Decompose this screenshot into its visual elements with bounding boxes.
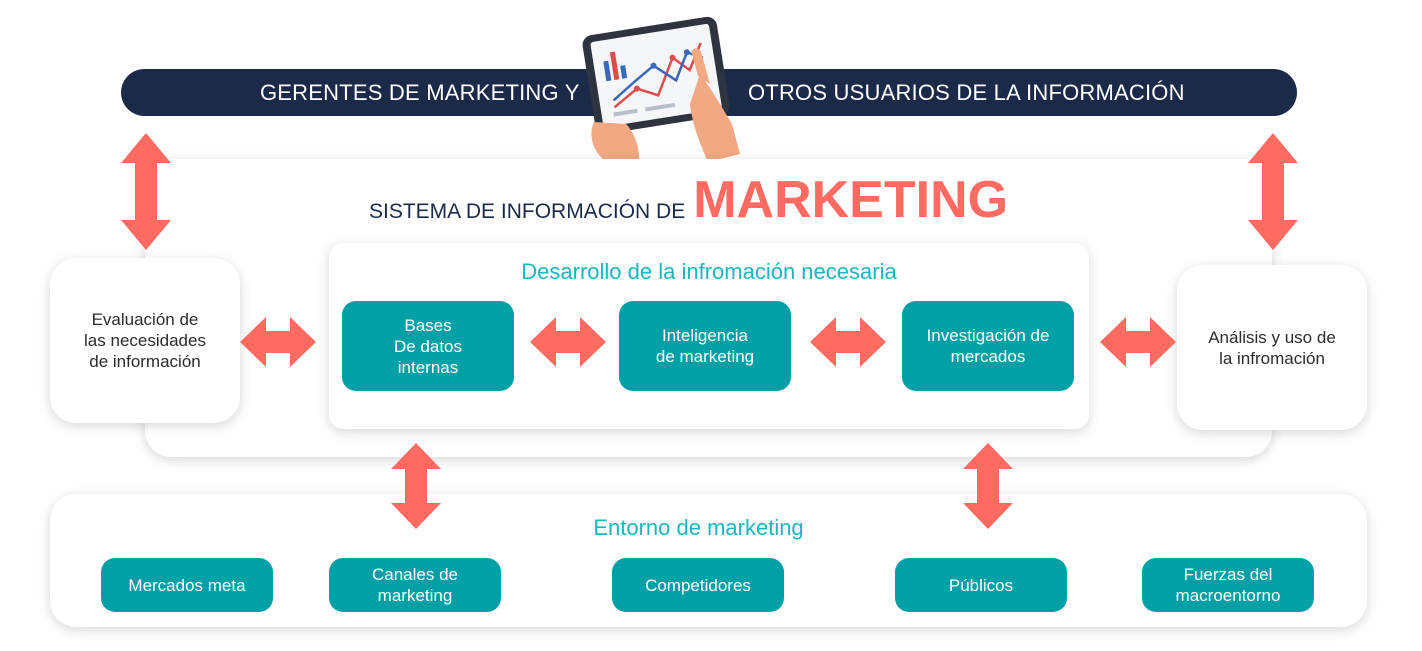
- tablet-with-charts-icon: [582, 16, 740, 170]
- double-arrow-icon: [1248, 133, 1298, 250]
- system-title: SISTEMA DE INFORMACIÓN DE MARKETING: [369, 170, 1008, 230]
- double-arrow-icon: [240, 317, 316, 367]
- double-arrow-icon: [810, 317, 886, 367]
- header-right-text: OTROS USUARIOS DE LA INFORMACIÓN: [748, 80, 1185, 105]
- environment-title: Entorno de marketing: [593, 515, 804, 540]
- header-left-text: GERENTES DE MARKETING Y: [260, 80, 580, 105]
- system-title-prefix: SISTEMA DE INFORMACIÓN DE: [369, 200, 686, 223]
- market-research-box: Investigación de mercados: [902, 301, 1074, 391]
- analysis-use-box: Análisis y uso de la infromación: [1177, 265, 1367, 430]
- marketing-intelligence-box: Inteligencia de marketing: [619, 301, 791, 391]
- double-arrow-icon: [1100, 317, 1176, 367]
- double-arrow-icon: [963, 443, 1013, 529]
- macroenvironment-box: Fuerzas del macroentorno: [1142, 558, 1314, 612]
- double-arrow-icon: [391, 443, 441, 529]
- needs-assessment-box: Evaluación de las necesidades de informa…: [50, 258, 240, 423]
- competitors-box: Competidores: [612, 558, 784, 612]
- publics-box: Públicos: [895, 558, 1067, 612]
- development-title: Desarrollo de la infromación necesaria: [521, 259, 897, 284]
- system-title-accent: MARKETING: [693, 171, 1009, 229]
- target-markets-box: Mercados meta: [101, 558, 273, 612]
- marketing-channels-box: Canales de marketing: [329, 558, 501, 612]
- double-arrow-icon: [530, 317, 606, 367]
- needs-assessment-text: Evaluación de las necesidades de informa…: [84, 310, 206, 371]
- internal-databases-box: Bases De datos internas: [342, 301, 514, 391]
- double-arrow-icon: [121, 133, 171, 250]
- analysis-use-text: Análisis y uso de la infromación: [1208, 327, 1336, 368]
